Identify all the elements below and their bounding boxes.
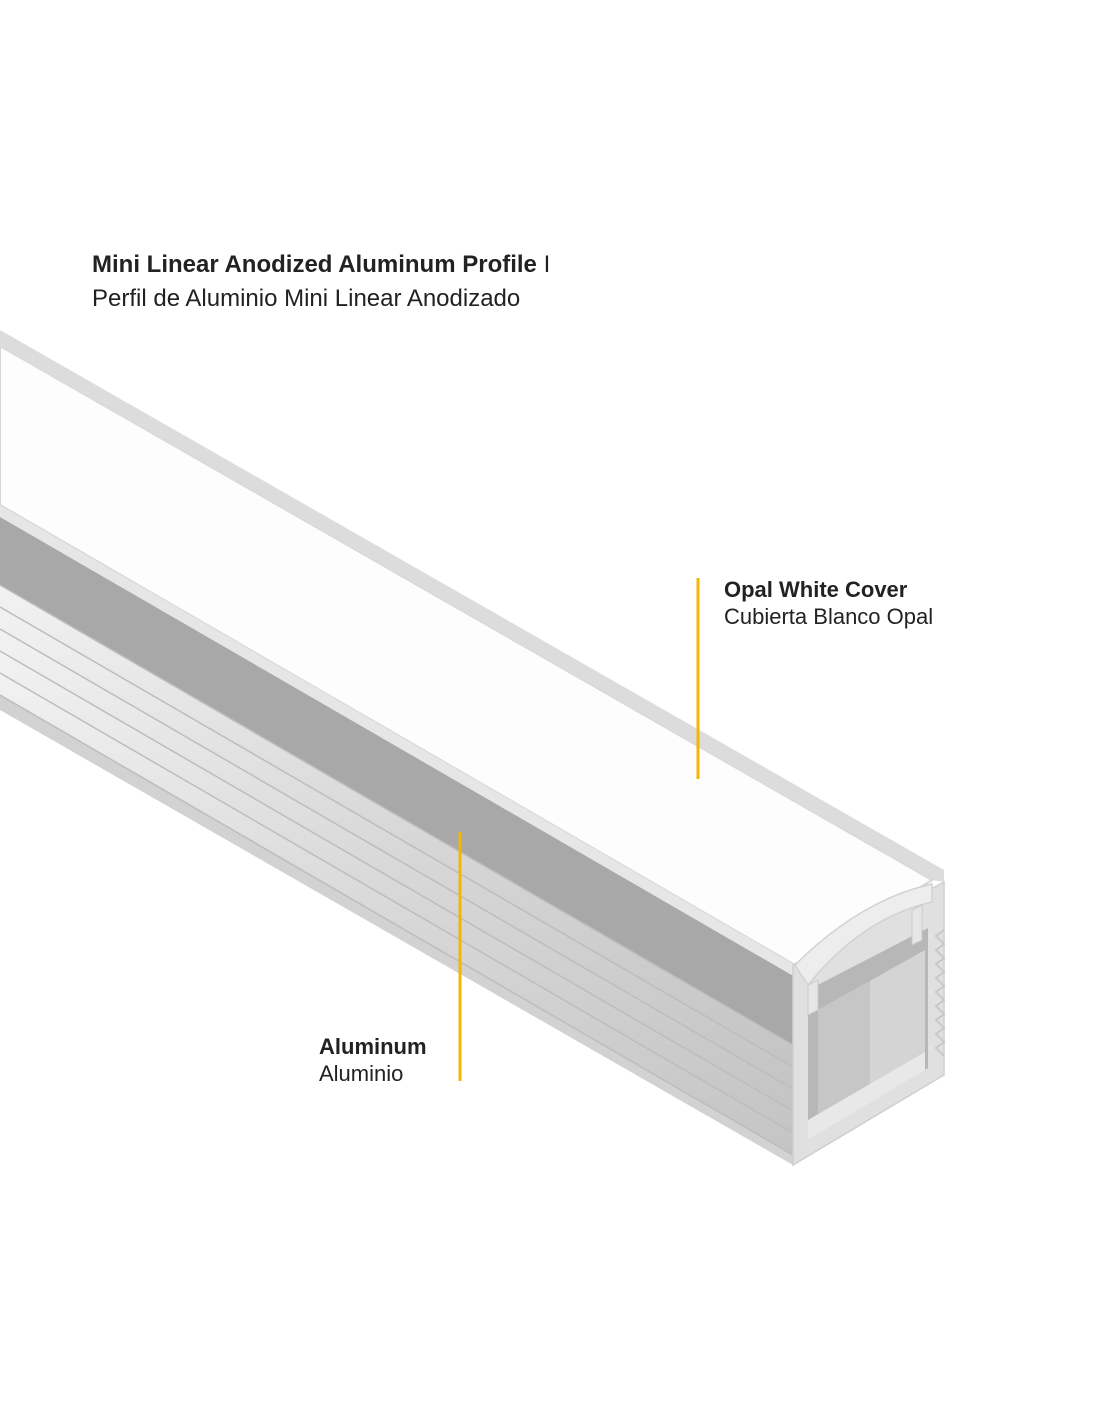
title-separator: I [543, 251, 551, 278]
title-block: Mini Linear Anodized Aluminum Profile I … [92, 248, 550, 316]
callout-opal-white-cover: Opal White Cover Cubierta Blanco Opal [724, 576, 933, 630]
aluminum-ribs [0, 584, 794, 1165]
profile-end-cap [792, 880, 946, 1167]
callout-cover-label-es: Cubierta Blanco Opal [724, 604, 934, 629]
cover-rim-edge [0, 330, 944, 882]
title-english: Mini Linear Anodized Aluminum Profile [92, 251, 537, 278]
page-title: Mini Linear Anodized Aluminum Profile I [92, 248, 550, 282]
page-subtitle: Perfil de Aluminio Mini Linear Anodizado [92, 285, 521, 312]
aluminum-top-lip [0, 505, 795, 977]
callout-aluminum-label-en: Aluminum [319, 1034, 427, 1059]
aluminum-shadow-band [0, 505, 793, 1045]
callout-cover-label-en: Opal White Cover [724, 577, 908, 602]
callout-aluminum-label-es: Aluminio [319, 1061, 404, 1086]
callout-aluminum: Aluminum Aluminio [319, 1033, 427, 1087]
